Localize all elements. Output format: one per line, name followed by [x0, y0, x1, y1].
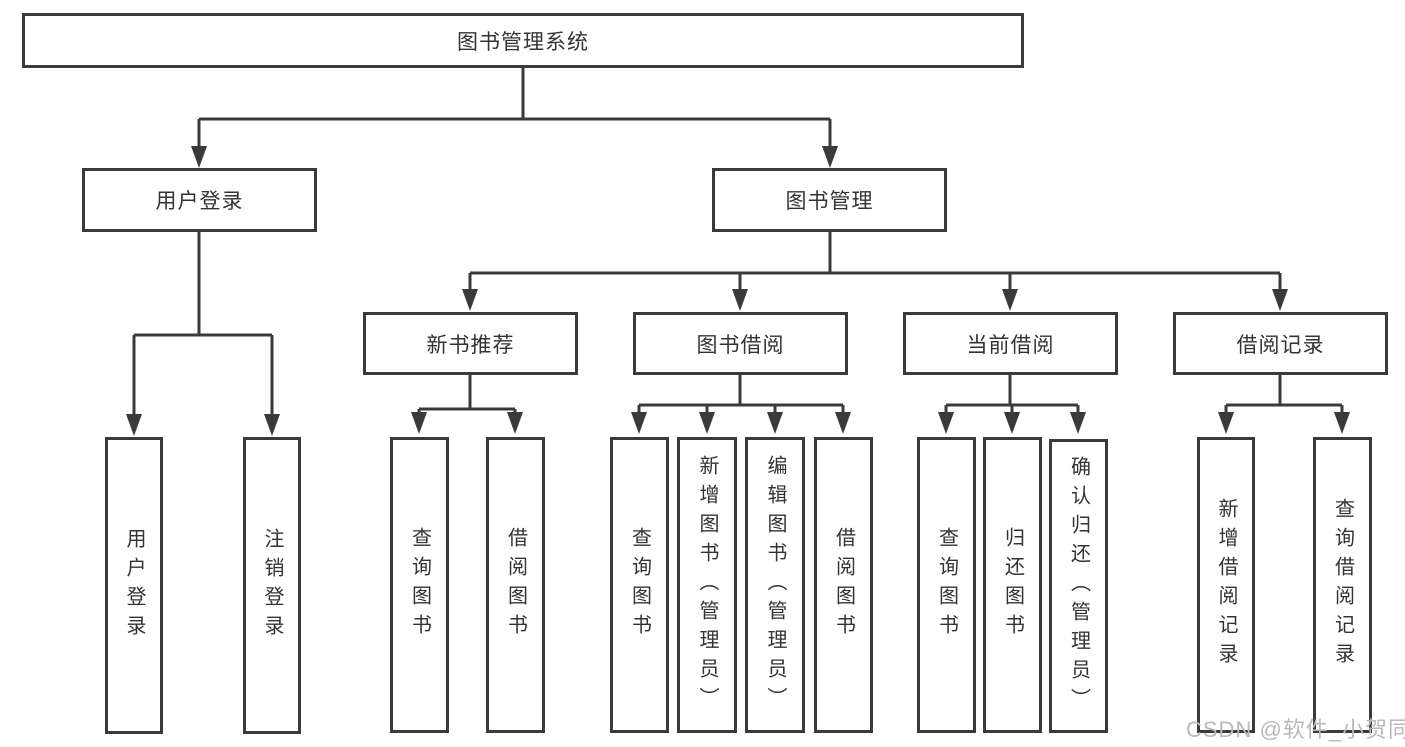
leaf-borrow-books-1: 借阅图书 [486, 437, 545, 733]
leaf-borrow-books-2: 借阅图书 [814, 437, 873, 733]
leaf-return-books: 归还图书 [983, 437, 1042, 733]
leaf-query-books-2: 查询图书 [610, 437, 669, 733]
node-book-borrow: 图书借阅 [633, 312, 848, 375]
watermark: CSDN @软件_小贺同学 [1186, 717, 1405, 742]
node-root: 图书管理系统 [22, 13, 1024, 68]
leaf-edit-book-admin: 编辑图书（管理员） [745, 437, 805, 733]
leaf-add-book-admin: 新增图书（管理员） [677, 437, 737, 733]
node-current-borrow: 当前借阅 [903, 312, 1118, 375]
leaf-add-borrow-record: 新增借阅记录 [1197, 437, 1255, 733]
node-borrow-records: 借阅记录 [1173, 312, 1388, 375]
leaf-logout: 注销登录 [243, 437, 301, 734]
leaf-user-login: 用户登录 [105, 437, 163, 734]
leaf-confirm-return-admin: 确认归还（管理员） [1049, 439, 1108, 733]
arrowheads [126, 146, 1350, 436]
node-user-login: 用户登录 [82, 168, 317, 232]
node-book-management: 图书管理 [712, 168, 947, 232]
node-new-book-recommend: 新书推荐 [363, 312, 578, 375]
leaf-query-books-3: 查询图书 [917, 437, 976, 733]
leaf-query-books-1: 查询图书 [390, 437, 449, 733]
leaf-query-borrow-record: 查询借阅记录 [1313, 437, 1372, 733]
